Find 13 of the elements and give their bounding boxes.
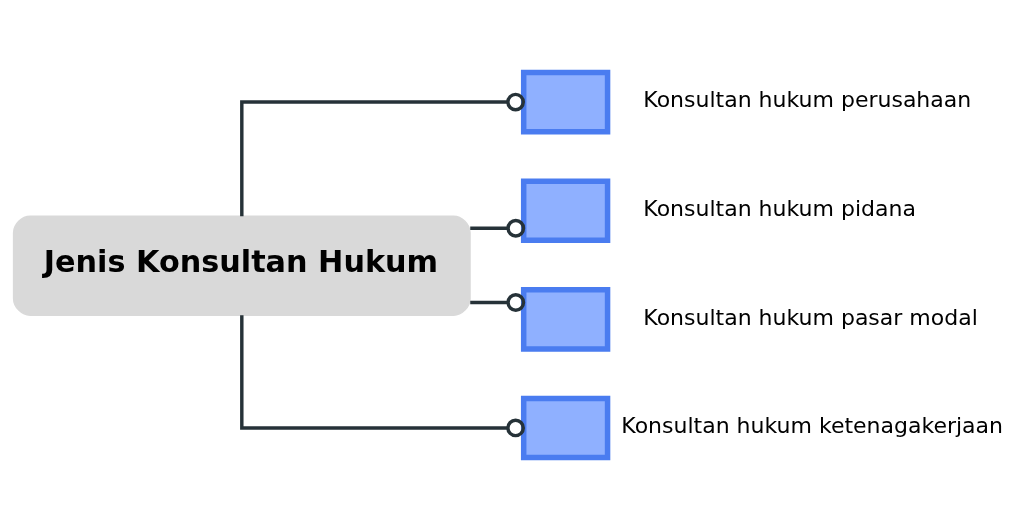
node-box [520,178,611,243]
node-box: Jenis Konsultan Hukum [12,215,471,316]
connector [470,293,526,312]
node-label: Konsultan hukum pasar modal [643,304,978,330]
node-label: Konsultan hukum pidana [643,195,916,221]
node-box [520,287,611,352]
node-label: Konsultan hukum perusahaan [643,87,972,113]
node-label: Konsultan hukum ketenagakerjaan [621,413,1004,439]
connector [240,315,525,438]
node-box [520,69,611,135]
node-box [520,395,611,461]
connector [470,218,526,238]
connector [240,92,525,217]
